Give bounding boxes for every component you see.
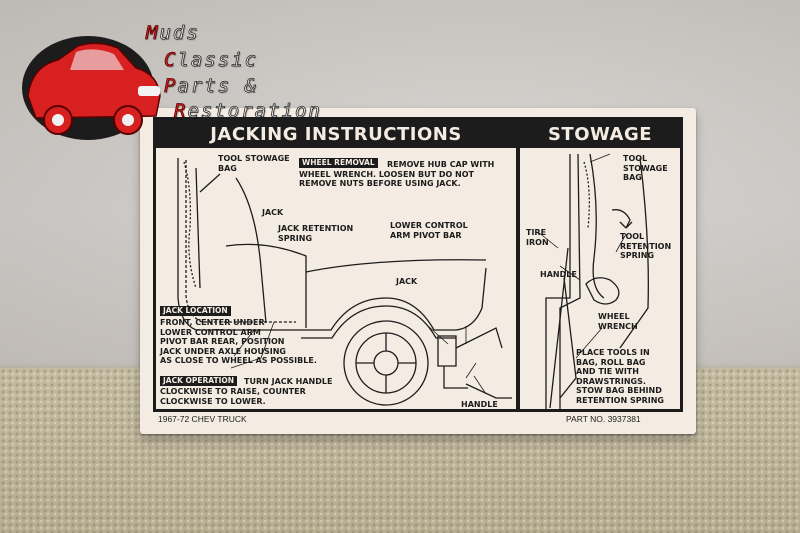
red-car-logo-icon xyxy=(22,36,161,140)
label-jack-retention-spring: JACK RETENTION SPRING xyxy=(278,224,354,243)
label-lower-control-arm: LOWER CONTROL ARM PIVOT BAR xyxy=(390,221,468,240)
stow-instructions-text: PLACE TOOLS IN BAG, ROLL BAG AND TIE WIT… xyxy=(576,348,664,405)
label-jack-mid: JACK xyxy=(396,277,418,286)
label-tool-stowage-bag: TOOL STOWAGE BAG xyxy=(218,154,290,173)
logo-line-3: Parts & xyxy=(164,75,259,98)
instruction-decal-card: JACKING INSTRUCTIONS xyxy=(140,108,696,434)
stowage-illustration xyxy=(537,153,649,410)
jack-operation-text-1: TURN JACK HANDLE xyxy=(244,377,333,386)
jack-operation-text-2: CLOCKWISE TO RAISE, COUNTER CLOCKWISE TO… xyxy=(160,387,306,406)
jack-location-text: FRONT, CENTER UNDER LOWER CONTROL ARM PI… xyxy=(160,318,317,365)
stow-label-handle: HANDLE xyxy=(540,270,577,279)
label-handle: HANDLE xyxy=(461,400,498,409)
jacking-title: JACKING INSTRUCTIONS xyxy=(156,120,516,148)
footer-part-number: PART NO. 3937381 xyxy=(566,414,641,424)
stow-label-tool-stowage-bag: TOOL STOWAGE BAG xyxy=(623,154,668,182)
jacking-instructions-panel: JACKING INSTRUCTIONS xyxy=(153,117,519,412)
jack-operation-tag: JACK OPERATION xyxy=(160,376,238,386)
wheel-removal-tag: WHEEL REMOVAL xyxy=(299,158,378,168)
wheel-removal-text: REMOVE HUB CAP WITH WHEEL WRENCH. LOOSEN… xyxy=(299,160,495,188)
jack-location-tag: JACK LOCATION xyxy=(160,306,231,316)
label-jack-top: JACK xyxy=(262,208,284,217)
logo-line-4: Restoration xyxy=(174,100,322,123)
truck-jacking-illustration xyxy=(177,158,512,406)
stowage-title: STOWAGE xyxy=(520,120,680,148)
logo-line-1: Muds xyxy=(146,22,200,45)
stow-label-tire-iron: TIRE IRON xyxy=(526,228,549,247)
logo-line-2: Classic xyxy=(164,49,259,72)
stowage-panel: STOWAGE TOOL STOWAGE BAG xyxy=(517,117,683,412)
stow-label-tool-retention-spring: TOOL RETENTION SPRING xyxy=(620,232,672,260)
footer-model: 1967-72 CHEV TRUCK xyxy=(158,414,247,424)
stow-label-wheel-wrench: WHEEL WRENCH xyxy=(598,312,638,331)
